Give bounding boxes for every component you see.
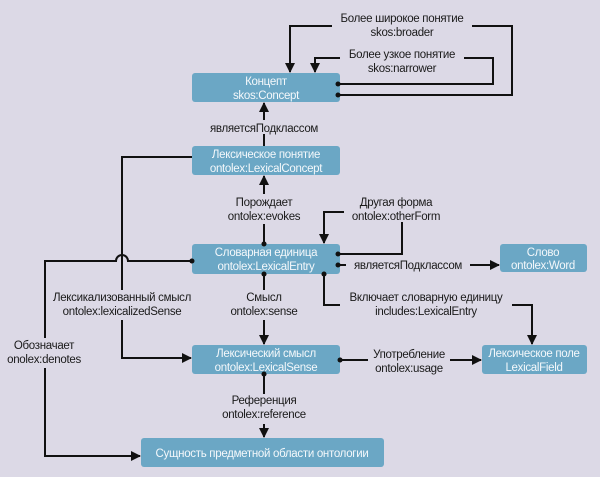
node-lexical-sense-id: ontolex:LexicalSense [215, 362, 318, 374]
label-sense-id: ontolex:sense [230, 306, 297, 318]
label-denotes: Обозначает onolex:denotes [1, 338, 87, 368]
node-lexical-field-ru: Лексическое поле [488, 348, 579, 360]
label-evokes-id: ontolex:evokes [228, 211, 301, 223]
node-entity[interactable]: Сущность предметной области онтологии [141, 438, 384, 467]
node-lexical-concept-ru: Лексическое понятие [212, 149, 320, 161]
node-word-ru: Слово [527, 247, 559, 259]
node-word[interactable]: Слово ontolex:Word [500, 244, 587, 272]
label-broader-id: skos:broader [371, 27, 434, 39]
node-lexical-concept-id: ontolex:LexicalConcept [210, 163, 323, 175]
label-usage: Употребление ontolex:usage [368, 348, 450, 378]
label-usage-id: ontolex:usage [375, 363, 443, 375]
node-entity-ru: Сущность предметной области онтологии [156, 448, 369, 460]
label-reference-id: ontolex:reference [222, 409, 306, 421]
label-reference-ru: Референция [232, 395, 297, 407]
node-lexical-sense-ru: Лексический смысл [216, 348, 316, 360]
label-lexicalized-sense-id: ontolex:lexicalizedSense [63, 306, 182, 318]
label-narrower: Более узкое понятие skos:narrower [340, 46, 464, 76]
label-narrower-ru: Более узкое понятие [349, 49, 455, 61]
label-lexicalized-sense: Лексикализованный смысл ontolex:lexicali… [48, 290, 196, 320]
label-broader-ru: Более широкое понятие [341, 13, 464, 25]
label-reference: Референция ontolex:reference [212, 394, 316, 424]
node-lexical-field[interactable]: Лексическое поле LexicalField [482, 345, 587, 374]
label-narrower-id: skos:narrower [368, 63, 437, 75]
label-other-form-id: ontolex:otherForm [352, 211, 440, 223]
label-includes-id: includes:LexicalEntry [375, 306, 477, 318]
label-evokes-ru: Порождает [236, 197, 294, 209]
edge-lexicalized-sense [121, 156, 192, 363]
node-lexical-sense[interactable]: Лексический смысл ontolex:LexicalSense [192, 345, 340, 374]
node-lexical-entry-id: ontolex:LexicalEntry [218, 261, 315, 273]
node-lexical-concept[interactable]: Лексическое понятие ontolex:LexicalConce… [192, 146, 340, 175]
node-lexical-entry[interactable]: Словарная единица ontolex:LexicalEntry [192, 244, 340, 274]
label-subclass-concept-ru: являетсяПодклассом [210, 123, 318, 135]
label-sense-ru: Смысл [246, 292, 281, 304]
label-broader: Более широкое понятие skos:broader [332, 10, 472, 42]
label-denotes-id: onolex:denotes [7, 354, 81, 366]
label-denotes-ru: Обозначает [14, 340, 75, 352]
label-other-form: Другая форма ontolex:otherForm [344, 194, 448, 223]
label-usage-ru: Употребление [373, 349, 445, 361]
node-lexical-field-id: LexicalField [505, 362, 562, 374]
node-word-id: ontolex:Word [511, 260, 575, 272]
label-subclass-word-ru: являетсяПодклассом [354, 260, 462, 272]
label-other-form-ru: Другая форма [360, 197, 433, 209]
label-includes: Включает словарную единицу includes:Lexi… [340, 290, 512, 320]
node-concept-ru: Концепт [245, 76, 288, 88]
label-lexicalized-sense-ru: Лексикализованный смысл [53, 292, 191, 304]
label-sense: Смысл ontolex:sense [222, 290, 306, 320]
node-concept-id: skos:Concept [233, 90, 300, 102]
node-lexical-entry-ru: Словарная единица [215, 247, 318, 259]
label-subclass-word: являетсяПодклассом [346, 258, 470, 272]
node-concept[interactable]: Концепт skos:Concept [192, 73, 340, 102]
label-includes-ru: Включает словарную единицу [349, 292, 503, 304]
label-evokes: Порождает ontolex:evokes [220, 194, 308, 224]
label-subclass-concept: являетсяПодклассом [202, 120, 326, 135]
